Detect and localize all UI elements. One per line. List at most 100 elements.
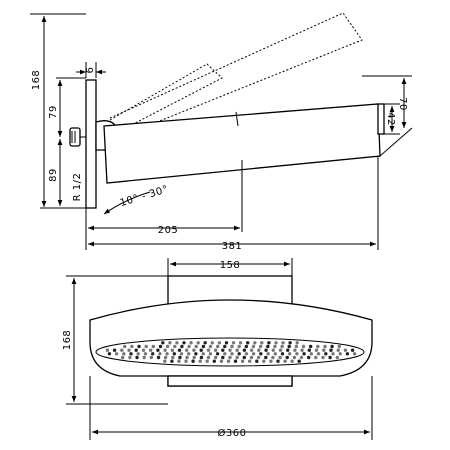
nozzle (180, 344, 184, 349)
nozzle (316, 352, 321, 356)
nozzle (286, 348, 290, 352)
arm-position-30-dotted (109, 12, 363, 141)
nozzle (226, 359, 231, 363)
nozzle (151, 344, 155, 349)
nozzle (274, 341, 278, 345)
nozzle (352, 352, 357, 356)
nozzle (242, 348, 247, 352)
nozzle (156, 355, 161, 360)
nozzle (158, 352, 162, 356)
nozzle (295, 341, 299, 345)
nozzle (121, 355, 125, 360)
nozzle (144, 344, 148, 349)
nozzle (271, 355, 275, 360)
nozzle (210, 341, 214, 345)
nozzle (233, 359, 238, 363)
nozzle (178, 355, 182, 360)
nozzle (192, 355, 196, 360)
nozzle (244, 344, 248, 349)
nozzle (316, 344, 320, 349)
nozzle (165, 352, 169, 356)
nozzle (255, 359, 259, 363)
nozzle (246, 341, 250, 345)
nozzle (278, 348, 283, 352)
nozzle (266, 352, 270, 356)
nozzle (163, 348, 167, 352)
nozzle (307, 348, 311, 352)
nozzle (260, 341, 264, 345)
nozzle (248, 359, 252, 363)
nozzle (257, 348, 261, 352)
nozzle (221, 355, 225, 360)
nozzle (309, 352, 313, 356)
nozzle (223, 352, 227, 356)
nozzle (156, 348, 160, 352)
nozzle (192, 348, 196, 352)
nozzle (208, 352, 213, 356)
nozzle (253, 341, 257, 345)
nozzle (137, 344, 141, 349)
nozzle (235, 355, 239, 360)
nozzle (123, 344, 127, 349)
dim-381: 381 (222, 241, 243, 252)
nozzle (321, 355, 325, 360)
nozzle (251, 344, 256, 349)
nozzle (231, 341, 236, 345)
nozzle (287, 344, 291, 349)
nozzle (295, 352, 299, 356)
nozzle (223, 344, 227, 349)
nozzle (262, 359, 266, 363)
nozzle (217, 341, 222, 345)
nozzle (302, 352, 306, 356)
nozzle (203, 341, 207, 345)
nozzle (264, 348, 268, 352)
nozzle (283, 359, 287, 363)
nozzle (294, 344, 299, 349)
dim-168-top: 168 (31, 70, 42, 91)
dim-6: 6 (85, 67, 96, 74)
nozzle (297, 359, 301, 363)
nozzle (134, 348, 138, 352)
dim-angle: 10° - 30° (119, 184, 170, 209)
nozzle (280, 344, 284, 349)
nozzle (171, 355, 175, 360)
nozzle (105, 348, 110, 352)
nozzle (196, 341, 200, 345)
dim-89: 89 (48, 168, 59, 182)
nozzle (206, 355, 211, 360)
nozzle (198, 359, 202, 363)
nozzle (172, 352, 176, 356)
nozzle (149, 348, 153, 352)
nozzle (224, 341, 229, 345)
front-view: 158 168 Ø360 (62, 258, 373, 440)
wall-plate (85, 79, 97, 209)
nozzle (273, 344, 277, 349)
nozzle (269, 359, 273, 363)
nozzle (271, 348, 275, 352)
nozzle (128, 355, 132, 360)
nozzle (337, 344, 341, 349)
nozzle (206, 348, 211, 352)
nozzle (136, 352, 140, 356)
nozzle (107, 352, 112, 356)
nozzle (214, 355, 218, 360)
nozzle (221, 348, 225, 352)
dim-70: 70 (397, 97, 408, 111)
nozzle (189, 341, 193, 345)
nozzle (216, 344, 220, 349)
nozzle-grid (105, 341, 357, 363)
dim-42: 42 (385, 112, 396, 126)
nozzle (191, 359, 195, 363)
nozzle (264, 355, 268, 360)
nozzle (215, 352, 220, 356)
nozzle (230, 352, 234, 356)
nozzle (300, 348, 304, 352)
nozzle (127, 348, 131, 352)
nozzle (345, 352, 350, 356)
nozzle (240, 359, 245, 363)
dim-79: 79 (48, 105, 59, 119)
nozzle (161, 341, 165, 345)
nozzle (135, 355, 139, 360)
nozzle (258, 344, 263, 349)
